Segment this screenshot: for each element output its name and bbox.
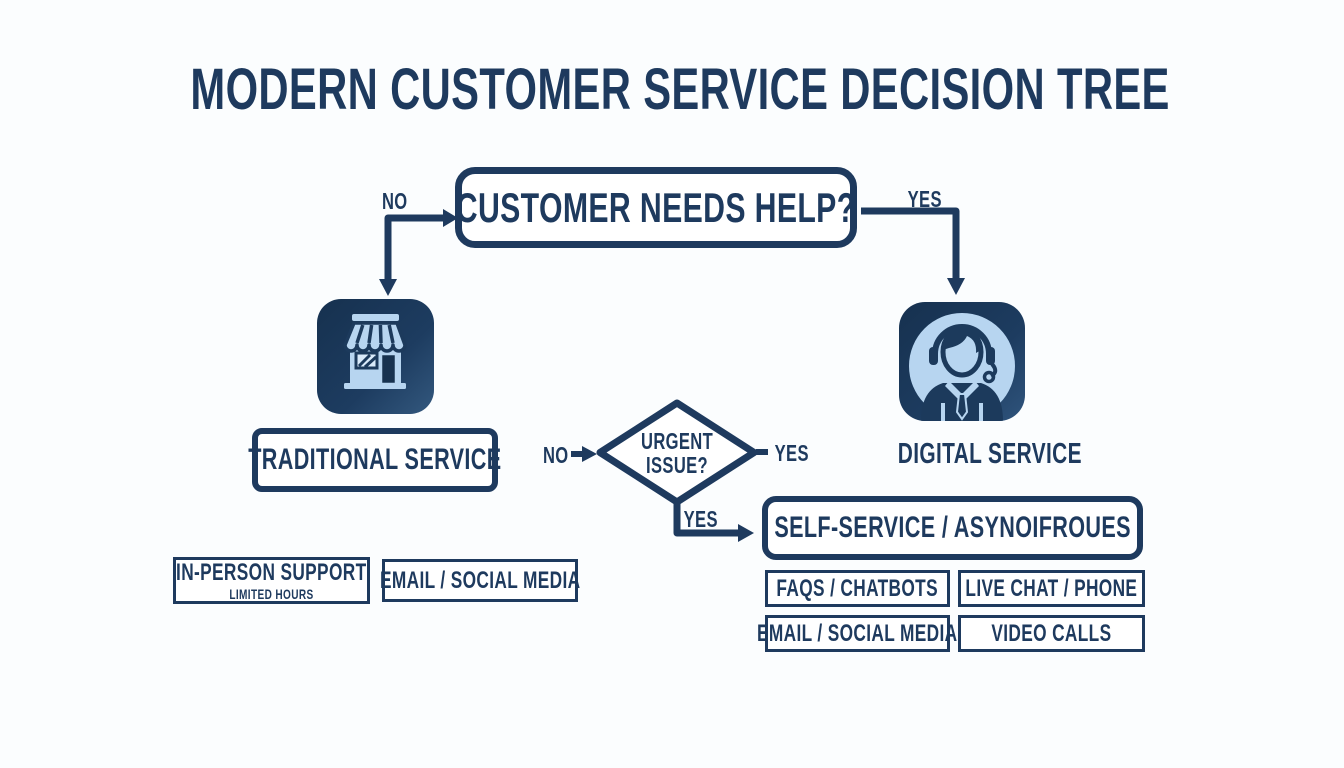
option-email-social-digital: EMAIL / SOCIAL MEDIA — [757, 615, 957, 652]
option-faqs-chatbots: FAQS / CHATBOTS — [765, 570, 950, 607]
urgent-issue-diamond — [596, 399, 758, 506]
storefront-icon — [317, 299, 434, 414]
self-service-node: SELF-SERVICE / ASYNOIFROUES — [762, 496, 1143, 560]
urgent-yes-down-label: YES — [683, 506, 719, 532]
root-question-label: CUSTOMER NEEDS HELP? — [456, 183, 856, 231]
urgent-no-label: NO — [542, 442, 569, 468]
yes-elbow-connector — [861, 207, 960, 279]
no-elbow-connector — [384, 214, 443, 280]
urgent-issue-label: URGENT ISSUE? — [640, 427, 714, 478]
root-no-label: NO — [382, 188, 408, 214]
arrowhead-into-self-service — [738, 524, 754, 542]
root-question-node: CUSTOMER NEEDS HELP? — [455, 167, 857, 248]
arrowhead-to-traditional-icon — [379, 279, 397, 296]
digital-service-label: DIGITAL SERVICE — [897, 438, 1082, 470]
option-email-social-traditional: EMAIL / SOCIAL MEDIA — [380, 559, 580, 602]
urgent-yes-label: YES — [774, 440, 810, 466]
support-agent-icon — [899, 302, 1025, 421]
option-in-person-support: IN-PERSON SUPPORT LIMITED HOURS — [173, 557, 370, 604]
page-title: MODERN CUSTOMER SERVICE DECISION TREE — [190, 57, 1170, 122]
option-video-calls: VIDEO CALLS — [958, 615, 1145, 652]
traditional-service-label: TRADITIONAL SERVICE — [248, 443, 502, 476]
self-service-label: SELF-SERVICE / ASYNOIFROUES — [774, 511, 1131, 544]
traditional-service-node: TRADITIONAL SERVICE — [248, 428, 501, 492]
root-yes-label: YES — [907, 186, 943, 212]
limited-hours-sublabel: LIMITED HOURS — [229, 585, 314, 602]
arrowhead-to-digital-icon — [947, 278, 965, 295]
option-live-chat-phone: LIVE CHAT / PHONE — [958, 570, 1145, 607]
